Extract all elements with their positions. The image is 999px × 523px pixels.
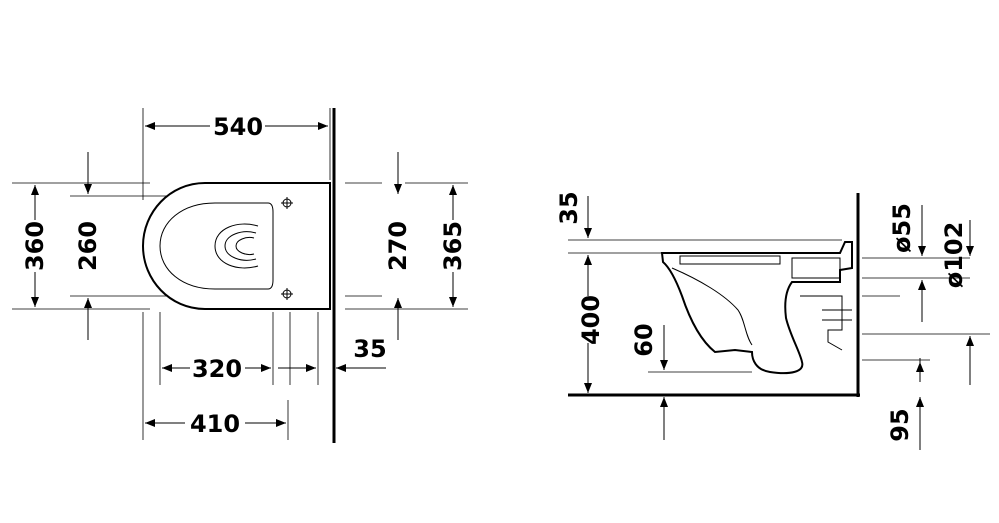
toilet-profile-side	[660, 241, 853, 375]
dim-label-410: 410	[190, 410, 240, 438]
dim-label-95: 95	[886, 408, 914, 441]
top-view: 540 360 260 270 365 320	[12, 108, 468, 443]
dim-label-400: 400	[577, 295, 605, 345]
dim-label-35-side: 35	[555, 191, 583, 224]
bolt-hole-lower	[281, 288, 293, 300]
flush-opening	[214, 223, 259, 269]
toilet-bowl-inner-side	[671, 267, 753, 346]
side-view: 35 400 60 ø55 ø102 95	[555, 191, 990, 450]
dim-label-o102: ø102	[940, 222, 968, 289]
dim-label-270: 270	[384, 221, 412, 271]
bolt-hole-upper	[281, 197, 293, 209]
dim-label-365: 365	[439, 221, 467, 271]
dim-label-260: 260	[74, 221, 102, 271]
dim-label-o55: ø55	[888, 203, 916, 253]
toilet-outline-top	[141, 182, 331, 310]
outlet-pipe	[822, 309, 852, 321]
dim-label-35-top: 35	[353, 335, 386, 363]
dim-label-60: 60	[630, 323, 658, 356]
dim-label-540: 540	[213, 113, 263, 141]
dim-label-320: 320	[192, 355, 242, 383]
toilet-bowl-inner-top	[159, 202, 274, 290]
toilet-trap-side	[800, 295, 843, 351]
seat-rail	[679, 255, 781, 265]
flush-opening-core	[235, 237, 255, 255]
dim-label-360: 360	[21, 221, 49, 271]
inlet-pipe	[791, 257, 841, 279]
flush-opening-inner	[224, 231, 257, 261]
